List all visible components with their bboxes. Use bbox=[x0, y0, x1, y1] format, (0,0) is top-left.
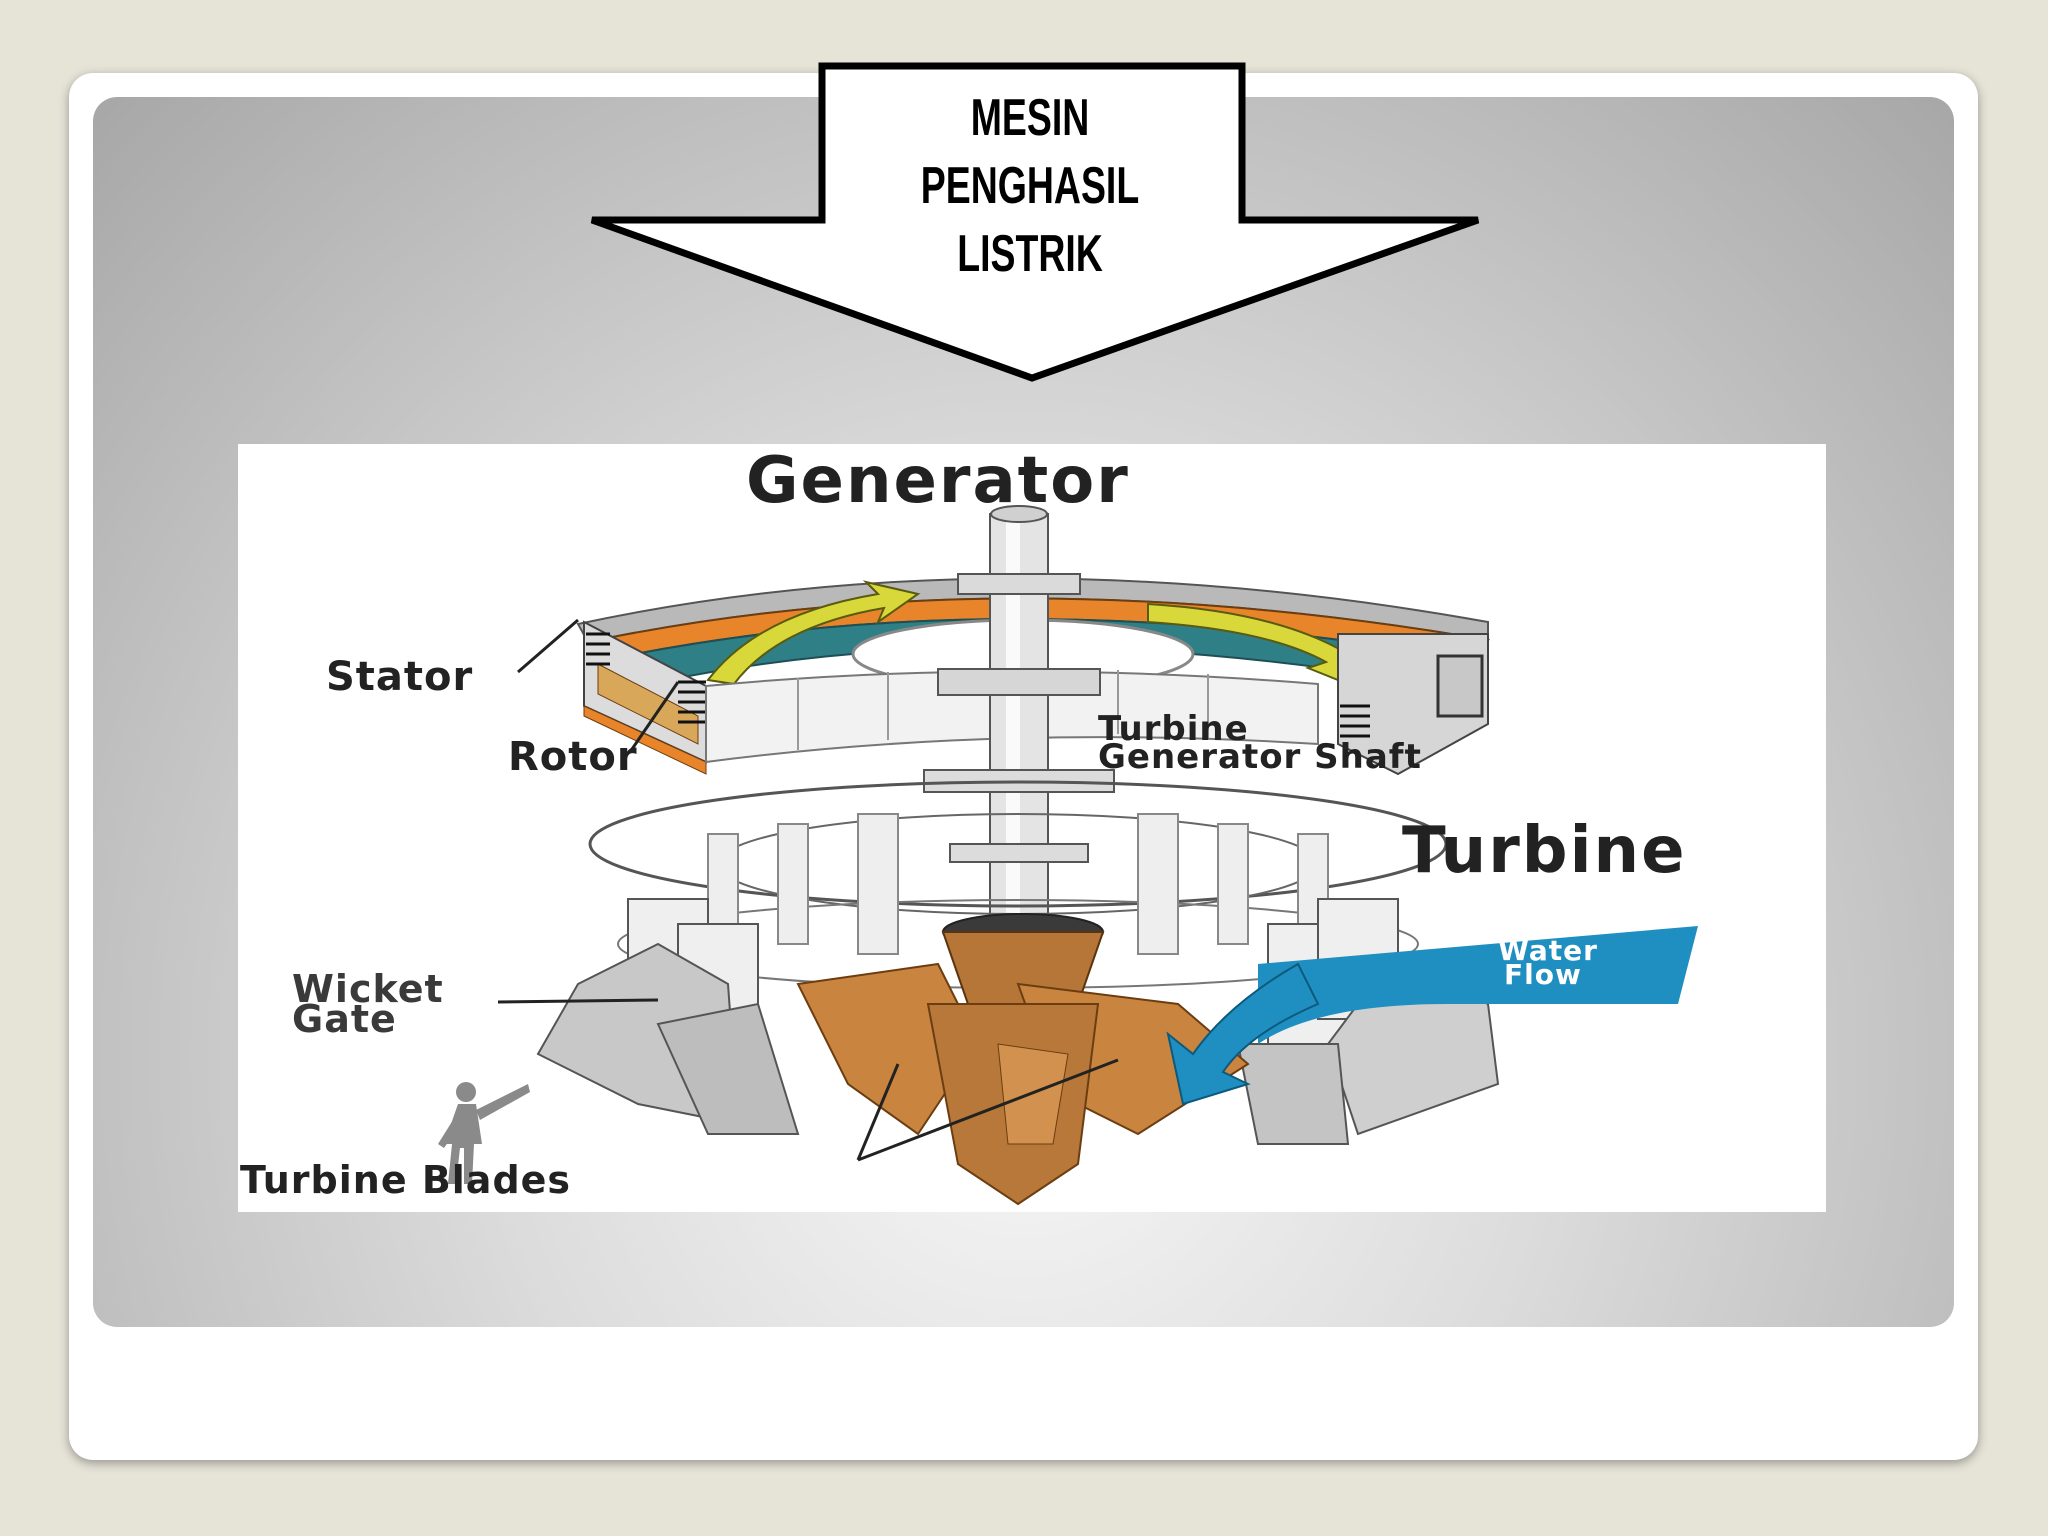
callout-line-2: PENGHASIL bbox=[920, 157, 1140, 215]
callout-line-1: MESIN bbox=[970, 89, 1090, 147]
label-wicket-line-2: Gate bbox=[292, 997, 397, 1041]
label-water-line-1: Water bbox=[1498, 934, 1598, 967]
label-shaft-line-2: Generator Shaft bbox=[1098, 737, 1422, 777]
callout-line-3: LISTRIK bbox=[957, 225, 1103, 283]
label-shaft-line-1: Turbine bbox=[1098, 709, 1249, 749]
label-rotor: Rotor bbox=[508, 734, 638, 780]
label-turbine-blades: Turbine Blades bbox=[240, 1158, 572, 1202]
label-water-line-2: Flow bbox=[1504, 958, 1582, 991]
label-stator: Stator bbox=[326, 654, 474, 700]
generator-turbine-illustration bbox=[438, 505, 1698, 1206]
label-wicket-line-1: Wicket bbox=[292, 967, 444, 1011]
callout-text: MESIN PENGHASIL LISTRIK bbox=[908, 84, 1153, 288]
hydro-generator-diagram: Generator Stator Rotor Turbine Generator… bbox=[238, 444, 1826, 1212]
label-turbine: Turbine bbox=[1402, 814, 1687, 888]
label-generator: Generator bbox=[746, 444, 1130, 518]
